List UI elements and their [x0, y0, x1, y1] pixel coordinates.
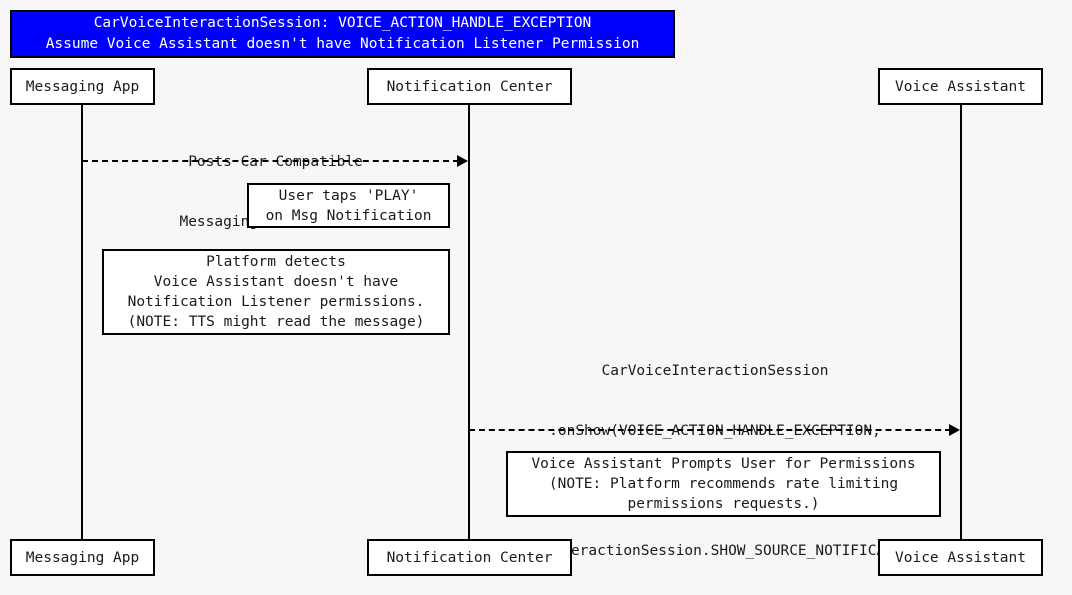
note-line-2: on Msg Notification	[265, 207, 432, 224]
note-line-4: (NOTE: TTS might read the message)	[127, 314, 425, 330]
message-arrowhead-posts-notification	[457, 155, 468, 167]
participant-label: Messaging App	[25, 549, 140, 566]
note-prompts-permissions: Voice Assistant Prompts User for Permiss…	[506, 451, 941, 517]
participant-notification-center-top[interactable]: Notification Center	[367, 68, 572, 105]
participant-voice-assistant-bottom[interactable]: Voice Assistant	[878, 539, 1043, 576]
message-label-line-1: Posts Car Compatible	[188, 154, 363, 170]
diagram-title-line-1: CarVoiceInteractionSession: VOICE_ACTION…	[93, 15, 592, 31]
participant-label: Messaging App	[25, 78, 140, 95]
note-platform-detects: Platform detects Voice Assistant doesn't…	[102, 249, 450, 335]
note-line-3: permissions requests.)	[627, 496, 820, 512]
participant-messaging-app-top[interactable]: Messaging App	[10, 68, 155, 105]
note-line-1: Platform detects	[206, 254, 346, 270]
message-label-line-2: .onShow(VOICE_ACTION_HANDLE_EXCEPTION,	[549, 423, 881, 439]
note-line-2: Voice Assistant doesn't have	[153, 274, 399, 290]
participant-notification-center-bottom[interactable]: Notification Center	[367, 539, 572, 576]
message-arrowhead-on-show	[949, 424, 960, 436]
participant-messaging-app-bottom[interactable]: Messaging App	[10, 539, 155, 576]
note-line-1: Voice Assistant Prompts User for Permiss…	[531, 456, 916, 472]
message-line-on-show	[469, 429, 951, 431]
note-line-3: Notification Listener permissions.	[127, 294, 425, 310]
note-user-taps-play: User taps 'PLAY' on Msg Notification	[247, 183, 450, 228]
message-label-line-1: CarVoiceInteractionSession	[601, 363, 829, 379]
diagram-title-banner: CarVoiceInteractionSession: VOICE_ACTION…	[10, 10, 675, 58]
participant-label: Notification Center	[386, 549, 553, 566]
note-line-2: (NOTE: Platform recommends rate limiting	[548, 476, 899, 492]
lifeline-messaging-app	[81, 104, 83, 539]
participant-label: Voice Assistant	[895, 549, 1026, 566]
message-line-posts-notification	[82, 160, 459, 162]
diagram-title-line-2: Assume Voice Assistant doesn't have Noti…	[45, 36, 640, 52]
message-label-line-4: VoiceInteractionSession.SHOW_SOURCE_NOTI…	[501, 543, 929, 559]
participant-label: Notification Center	[386, 78, 553, 95]
note-line-1: User taps 'PLAY'	[278, 187, 419, 204]
participant-voice-assistant-top[interactable]: Voice Assistant	[878, 68, 1043, 105]
participant-label: Voice Assistant	[895, 78, 1026, 95]
lifeline-voice-assistant	[960, 104, 962, 539]
lifeline-notification-center	[468, 104, 470, 539]
